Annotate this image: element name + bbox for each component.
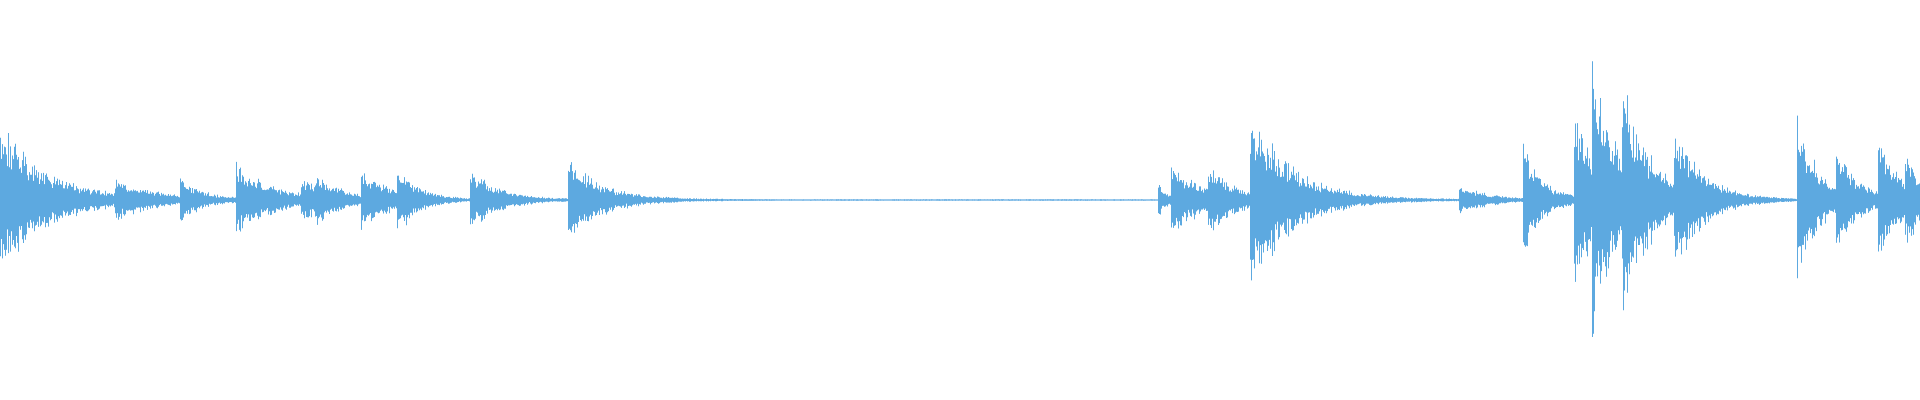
waveform-signal [0, 61, 1920, 337]
